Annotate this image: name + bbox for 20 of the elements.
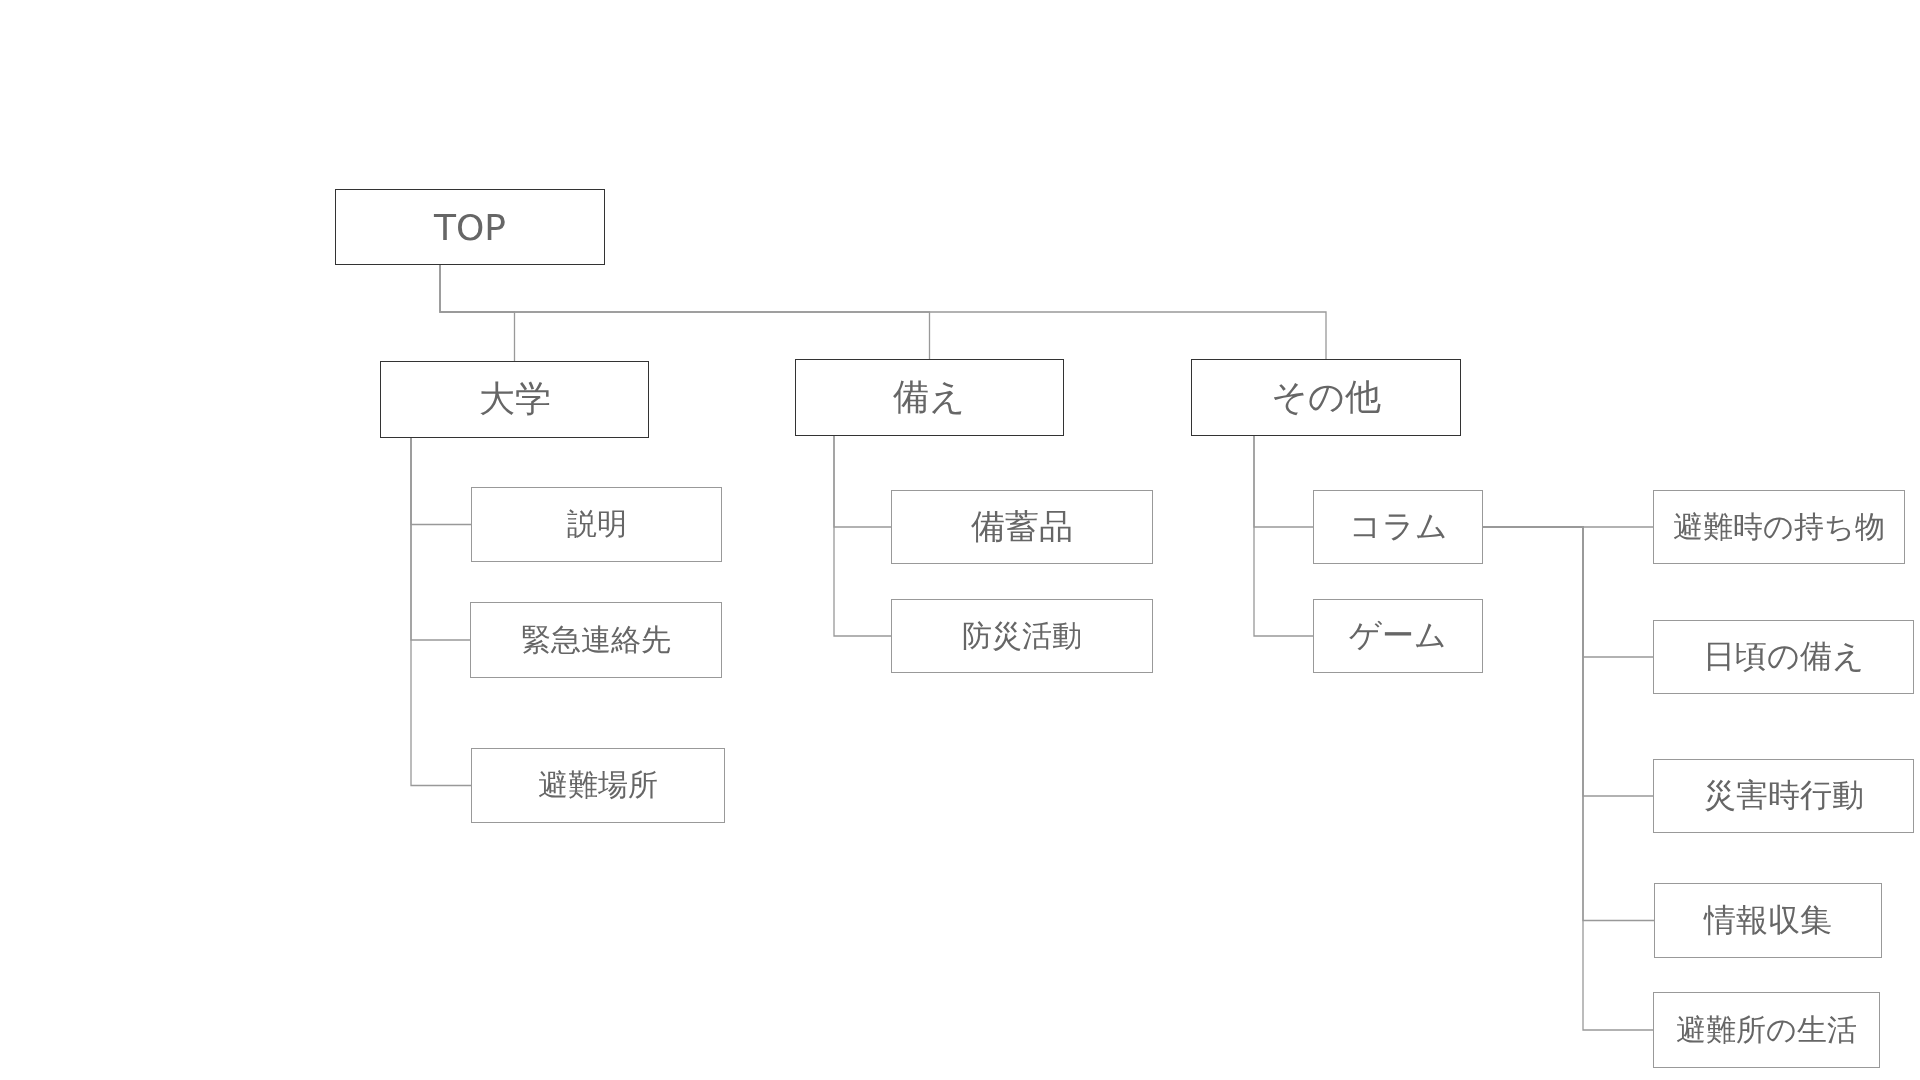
connector-line	[1253, 435, 1314, 637]
page-box: ゲーム	[1313, 599, 1483, 673]
page-box: 備蓄品	[891, 490, 1153, 564]
page-box: 日頃の備え	[1653, 620, 1914, 694]
connector-line	[833, 435, 892, 637]
page-box: 防災活動	[891, 599, 1153, 673]
page-box: その他	[1191, 359, 1461, 436]
page-box: 情報収集	[1654, 883, 1882, 958]
page-box: 避難所の生活	[1653, 992, 1880, 1068]
page-box: 避難時の持ち物	[1653, 490, 1905, 564]
page-box: コラム	[1313, 490, 1483, 564]
page-box: 大学	[380, 361, 649, 438]
page-box: 災害時行動	[1653, 759, 1914, 833]
page-box: TOP	[335, 189, 605, 265]
connector-line	[410, 437, 472, 787]
page-box: 説明	[471, 487, 722, 562]
page-box: 避難場所	[471, 748, 725, 823]
page-box: 緊急連絡先	[470, 602, 722, 678]
connector-line	[439, 264, 1327, 360]
page-box: 備え	[795, 359, 1064, 436]
